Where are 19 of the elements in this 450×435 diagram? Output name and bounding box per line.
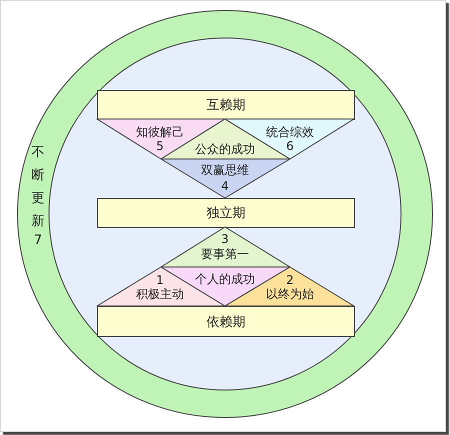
habit-name: 要事第一 xyxy=(201,247,249,261)
habit-name: 知彼解己 xyxy=(136,125,184,139)
habit-name: 统合综效 xyxy=(266,125,314,139)
ring-label: 不断更新 xyxy=(32,144,44,231)
habit-name: 积极主动 xyxy=(136,287,184,301)
stage-box: 互赖期 xyxy=(97,90,355,120)
stage-box: 独立期 xyxy=(97,198,355,228)
habit-number: 3 xyxy=(221,232,229,246)
habit-number: 1 xyxy=(156,273,164,287)
stage-label: 个人的成功 xyxy=(195,272,255,286)
habit-name: 双赢思维 xyxy=(201,163,249,177)
habit-name: 以终为始 xyxy=(266,287,314,301)
habit-number: 4 xyxy=(221,179,229,193)
habit-number: 5 xyxy=(156,139,164,153)
stage-label: 公众的成功 xyxy=(195,142,255,156)
habit-number: 2 xyxy=(286,273,294,287)
habit-number: 7 xyxy=(34,234,42,248)
stage-box: 依赖期 xyxy=(97,306,355,337)
habit-number: 6 xyxy=(286,139,294,153)
